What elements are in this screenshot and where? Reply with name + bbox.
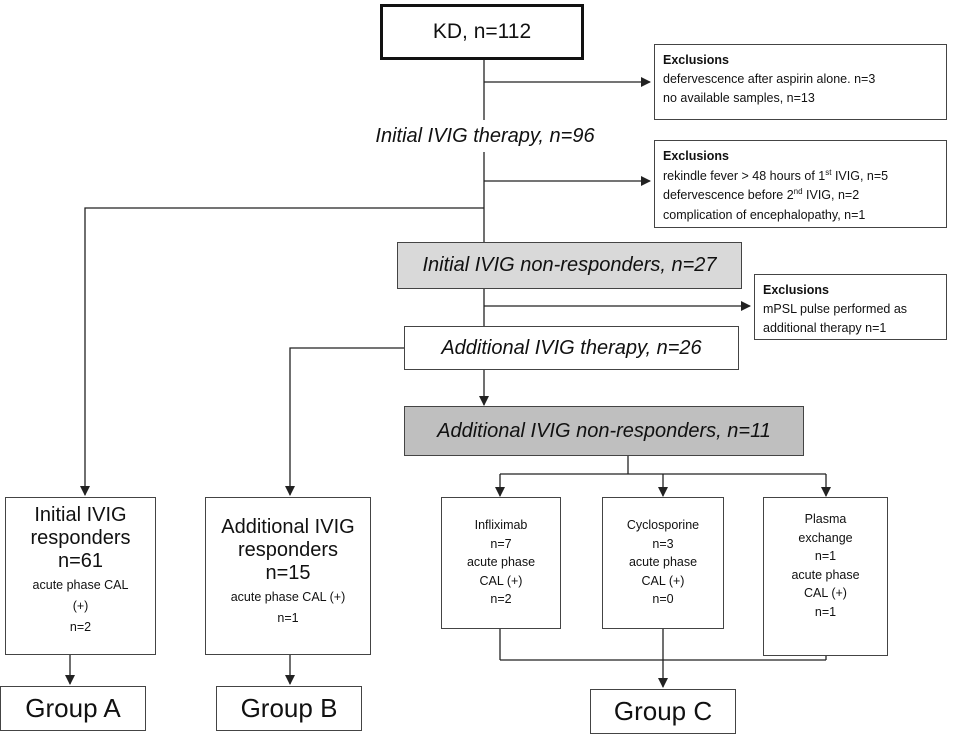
treatment-line: n=7: [490, 536, 512, 551]
treatment-line: n=3: [652, 536, 674, 551]
arrow-to-initial-responders: [80, 207, 484, 496]
treatment-line: n=1: [814, 604, 837, 619]
group-b-box: Group B: [216, 686, 362, 731]
treatment-line: acute phase: [628, 555, 698, 569]
treatment-line: CAL (+): [479, 573, 523, 588]
kd-total-label: KD, n=112: [432, 20, 532, 43]
group-c-box: Group C: [590, 689, 736, 734]
treatment-line: n=1: [814, 549, 837, 563]
treatment-line: Cyclosporine: [626, 518, 700, 532]
responders-cal-label: acute phase CAL (+): [230, 590, 346, 604]
additional-nonresponders-box: Additional IVIG non-responders, n=11: [404, 406, 804, 456]
treatment-line: Plasma: [804, 512, 847, 526]
responders-title-line: responders: [237, 539, 339, 561]
additional-responders-box: Additional IVIG responders n=15 acute ph…: [205, 497, 371, 655]
responders-cal-label: acute phase CAL: [32, 578, 129, 592]
exclusion-item: complication of encephalopathy, n=1: [663, 207, 866, 222]
additional-nonresponders-label: Additional IVIG non-responders, n=11: [437, 419, 771, 442]
exclusion-item: rekindle fever > 48 hours of 1st IVIG, n…: [663, 167, 889, 183]
treatment-line: acute phase: [466, 555, 536, 569]
exclusion-item: mPSL pulse performed as: [763, 302, 908, 316]
kd-total-box: KD, n=112: [380, 4, 584, 60]
exclusion-item: defervescence before 2nd IVIG, n=2: [663, 186, 860, 202]
additional-ivig-therapy-box: Additional IVIG therapy, n=26: [404, 326, 739, 370]
treatment-line: CAL (+): [641, 573, 685, 588]
responders-cal-count: n=2: [69, 620, 92, 634]
treatment-box-plasma-exchange: Plasma exchange n=1 acute phase CAL (+) …: [763, 497, 888, 656]
treatment-box-cyclosporine: Cyclosporine n=3 acute phase CAL (+) n=0: [602, 497, 724, 629]
exclusion-item: additional therapy n=1: [763, 321, 887, 335]
exclusions-header: Exclusions: [663, 53, 729, 67]
responders-count: n=61: [57, 550, 104, 572]
responders-title-line: responders: [30, 527, 131, 549]
group-b-label: Group B: [240, 693, 338, 723]
treatment-box-infliximab: Infliximab n=7 acute phase CAL (+) n=2: [441, 497, 561, 629]
exclusion-item: defervescence after aspirin alone. n=3: [663, 72, 876, 86]
exclusions-header: Exclusions: [763, 283, 829, 297]
treatment-line: n=2: [490, 592, 512, 606]
group-c-label: Group C: [613, 696, 713, 726]
initial-ivig-therapy-label: Initial IVIG therapy, n=96: [340, 120, 630, 152]
initial-nonresponders-box: Initial IVIG non-responders, n=27: [397, 242, 742, 289]
exclusions-header: Exclusions: [663, 149, 729, 163]
responders-title-line: Initial IVIG: [34, 504, 127, 526]
exclusions-box-1: Exclusions defervescence after aspirin a…: [654, 44, 947, 120]
exclusions-box-2: Exclusions rekindle fever > 48 hours of …: [654, 140, 947, 228]
initial-nonresponders-label: Initial IVIG non-responders, n=27: [422, 254, 717, 276]
initial-ivig-therapy-text: Initial IVIG therapy, n=96: [375, 124, 595, 147]
treatment-line: Infliximab: [474, 518, 528, 532]
responders-count: n=15: [265, 562, 311, 584]
exclusions-box-3: Exclusions mPSL pulse performed as addit…: [754, 274, 947, 340]
responders-cal-count: n=1: [277, 611, 299, 625]
initial-responders-box: Initial IVIG responders n=61 acute phase…: [5, 497, 156, 655]
treatment-line: acute phase: [791, 567, 860, 582]
responders-cal-label: (+): [72, 599, 89, 613]
responders-title-line: Additional IVIG: [221, 516, 355, 538]
arrow-to-additional-responders: [285, 347, 404, 496]
treatment-line: exchange: [798, 530, 853, 545]
exclusion-item: no available samples, n=13: [663, 91, 815, 105]
group-a-label: Group A: [25, 693, 121, 723]
group-a-box: Group A: [0, 686, 146, 731]
treatment-line: CAL (+): [804, 586, 847, 600]
treatment-line: n=0: [652, 592, 674, 606]
additional-ivig-therapy-label: Additional IVIG therapy, n=26: [441, 336, 702, 359]
